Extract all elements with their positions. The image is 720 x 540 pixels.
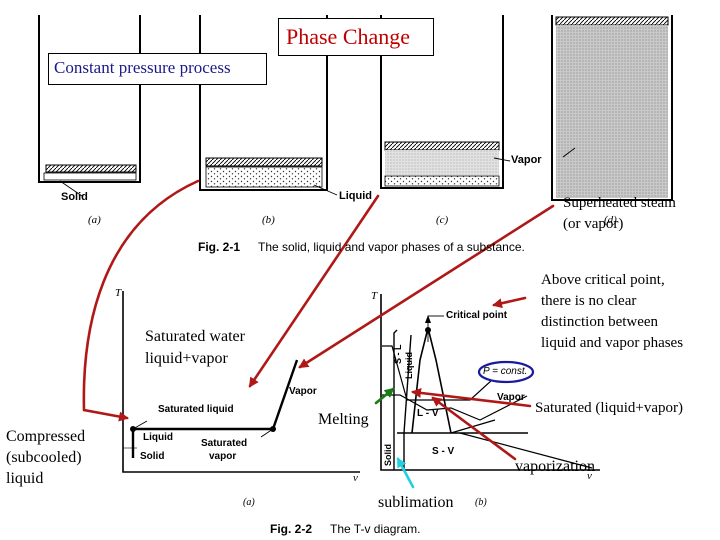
label-liquid-b: Liquid bbox=[339, 190, 372, 202]
note-compressed: Compressed (subcooled) liquid bbox=[6, 426, 85, 489]
tvb-panel: (b) bbox=[475, 497, 487, 508]
arrow-liquid-to-sat bbox=[248, 194, 380, 388]
note-compressed-line1: Compressed bbox=[6, 428, 86, 445]
tva-saturated-liquid: Saturated liquid bbox=[158, 404, 234, 415]
arrow-saturated bbox=[411, 387, 532, 408]
arrow-sublimation bbox=[396, 457, 415, 489]
panel-c: (c) bbox=[436, 214, 449, 226]
tvb-t-axis: T bbox=[371, 290, 378, 302]
tvb-critical-point: Critical point bbox=[446, 310, 508, 321]
note-saturated-water: Saturated water liquid+vapor bbox=[145, 326, 245, 370]
note-superheated-line1: Superheated steam bbox=[563, 195, 676, 211]
leader-liquid bbox=[313, 184, 338, 196]
isobar-mid bbox=[382, 394, 528, 421]
note-critical: Above critical point, there is no clear … bbox=[541, 270, 683, 354]
note-critical-line3: distinction between bbox=[541, 314, 659, 330]
fig21-caption-text: The solid, liquid and vapor phases of a … bbox=[258, 240, 525, 254]
note-saturated-lv: Saturated (liquid+vapor) bbox=[535, 400, 684, 416]
panel-d: (d) bbox=[604, 214, 617, 226]
isobar-low bbox=[459, 432, 593, 469]
tvb-s-v: S - V bbox=[432, 446, 455, 457]
axes-a bbox=[122, 291, 360, 473]
panel-b: (b) bbox=[262, 214, 275, 226]
tva-saturated-vapor-1: Saturated bbox=[201, 438, 248, 449]
isobar-a bbox=[131, 359, 299, 458]
tva-t-axis: T bbox=[115, 287, 122, 299]
note-superheated: Superheated steam (or vapor) bbox=[563, 193, 676, 235]
tv-diagram-b bbox=[380, 294, 600, 471]
tva-v-axis: v bbox=[353, 472, 358, 484]
tvb-vapor: Vapor bbox=[497, 392, 525, 403]
slide-title: Phase Change bbox=[286, 24, 411, 49]
tva-solid: Solid bbox=[140, 451, 165, 462]
note-saturated-water-line2: liquid+vapor bbox=[145, 350, 228, 367]
panel-a: (a) bbox=[88, 214, 101, 226]
tva-vapor: Vapor bbox=[289, 386, 317, 397]
tva-panel: (a) bbox=[243, 497, 255, 508]
fig22-caption-num: Fig. 2-2 bbox=[270, 522, 313, 536]
note-melting: Melting bbox=[318, 411, 369, 428]
note-vaporization: vaporization bbox=[515, 458, 595, 475]
tvb-p-const: P = const. bbox=[483, 366, 528, 377]
arrow-critical bbox=[492, 296, 527, 309]
tvb-v-axis: v bbox=[587, 470, 592, 482]
tvb-solid: Solid bbox=[383, 444, 393, 466]
title-box: Phase Change bbox=[278, 18, 434, 56]
fig21-caption-num: Fig. 2-1 bbox=[198, 240, 241, 254]
critical-point-dot bbox=[425, 327, 431, 333]
tv-diagram-a bbox=[122, 291, 360, 473]
note-superheated-line2: (or vapor) bbox=[563, 216, 624, 232]
arrow-compressed bbox=[82, 179, 200, 422]
cylinder-d bbox=[551, 15, 673, 201]
cylinder-c bbox=[380, 15, 504, 189]
leader-solid bbox=[59, 180, 83, 197]
cylinder-a bbox=[38, 15, 141, 183]
label-solid-a: Solid bbox=[61, 191, 88, 203]
leader-d bbox=[562, 147, 576, 158]
sat-vapor-point bbox=[270, 426, 276, 432]
note-compressed-line3: liquid bbox=[6, 470, 44, 487]
p-const-oval bbox=[477, 360, 535, 384]
tva-liquid: Liquid bbox=[143, 432, 173, 443]
axes-b bbox=[380, 294, 600, 471]
note-critical-line4: liquid and vapor phases bbox=[541, 335, 684, 351]
slide-subtitle: Constant pressure process bbox=[54, 58, 231, 77]
fig22-caption-text: The T-v diagram. bbox=[330, 522, 421, 536]
arrow-vaporization bbox=[431, 396, 517, 461]
note-compressed-line2: (subcooled) bbox=[6, 449, 82, 466]
arrow-superheated bbox=[298, 204, 555, 369]
tvb-s-l: S - L bbox=[393, 344, 403, 365]
label-vapor-c: Vapor bbox=[511, 154, 542, 166]
note-sublimation: sublimation bbox=[378, 494, 454, 511]
sat-liquid-point bbox=[130, 426, 136, 432]
tva-saturated-vapor-2: vapor bbox=[209, 451, 237, 462]
subtitle-box: Constant pressure process bbox=[48, 53, 267, 85]
arrow-melting bbox=[374, 387, 395, 405]
note-critical-line2: there is no clear bbox=[541, 293, 637, 309]
note-critical-line1: Above critical point, bbox=[541, 272, 665, 288]
leader-vapor bbox=[493, 157, 511, 162]
isobar-high bbox=[382, 345, 493, 401]
tvb-l-v: L - V bbox=[417, 408, 439, 419]
cylinder-b bbox=[199, 15, 328, 191]
note-saturated-water-line1: Saturated water bbox=[145, 328, 245, 345]
solid-boundary bbox=[393, 329, 398, 470]
tvb-liquid: Liquid bbox=[404, 352, 414, 379]
